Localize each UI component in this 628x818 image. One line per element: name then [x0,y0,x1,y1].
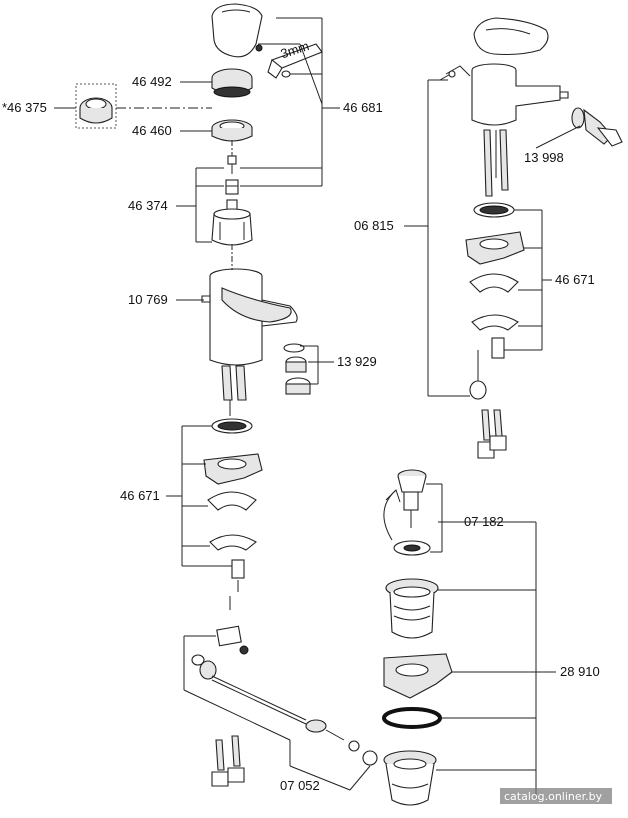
label-46492: 46 492 [132,74,172,89]
hex-key-tool: 3mm [267,38,323,79]
label-46375: *46 375 [2,100,47,115]
label-46681: 46 681 [343,100,383,115]
part-46375 [75,83,117,129]
black-o-ring [382,707,442,729]
cartridge [211,199,253,246]
label-10769: 10 769 [128,292,168,307]
popup-plug [383,469,427,541]
mixer-body [201,268,298,366]
waste-nut [383,750,437,806]
bidet-rod-tip [469,350,487,400]
leader-lines-left [54,17,371,791]
bidet-hoses [483,129,509,197]
label-46374: 46 374 [128,198,168,213]
waste-gasket [383,653,453,699]
lever-handle [211,3,263,58]
label-46671-right: 46 671 [555,272,595,287]
label-13998: 13 998 [524,150,564,165]
label-06815: 06 815 [354,218,394,233]
bidet-swivel [571,107,623,147]
popup-rod-set [191,625,378,766]
bidet-lever [473,17,549,56]
label-13929: 13 929 [337,354,377,369]
cap-46492 [211,68,253,98]
leader-lines-right [404,79,581,397]
watermark-text: catalog.onliner.by [504,790,603,803]
aerator-13929 [283,343,311,395]
watermark-bg [500,788,612,804]
waste-body [385,578,439,639]
bidet-supply-hoses [477,409,507,459]
label-28910: 28 910 [560,664,600,679]
mounting-set-right [465,202,525,359]
plug-seal [393,540,431,556]
bidet-popup-lever [439,65,471,81]
mounting-set-left [203,418,263,610]
small-screw [227,155,237,174]
label-46671-left: 46 671 [120,488,160,503]
ring-46460 [211,119,253,142]
body-hoses [221,365,247,416]
leader-lines-bottom [426,483,556,800]
supply-hoses-left [211,735,245,787]
adapter-46374 [225,179,239,195]
label-07052: 07 052 [280,778,320,793]
bidet-body [471,63,569,126]
label-46460: 46 460 [132,123,172,138]
label-07182: 07 182 [464,514,504,529]
